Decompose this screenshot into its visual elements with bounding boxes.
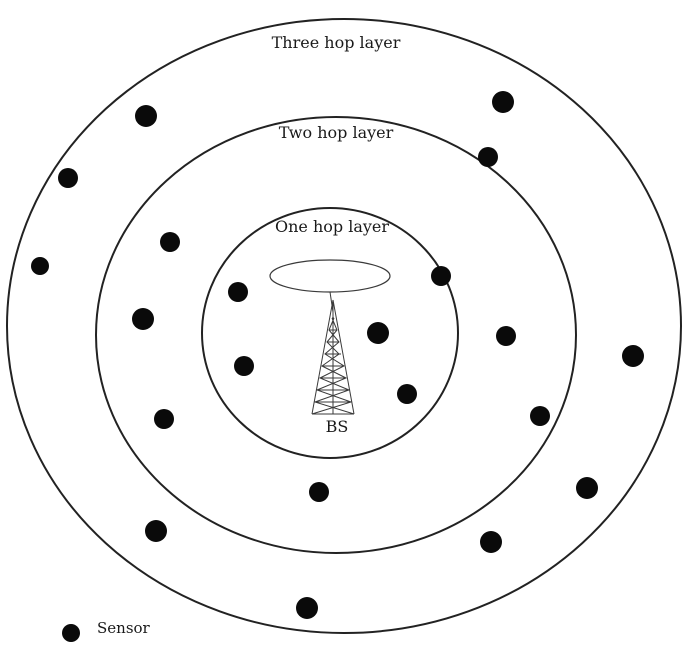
sensor-node (132, 308, 154, 330)
three-hop-ring (6, 18, 682, 634)
sensor-node (228, 282, 248, 302)
legend-sensor-label: Sensor (97, 619, 151, 637)
sensor-node (154, 409, 174, 429)
base-station-label: BS (326, 417, 349, 436)
sensor-node (397, 384, 417, 404)
one-hop-layer-label: One hop layer (275, 217, 389, 236)
sensor-node (135, 105, 157, 127)
two-hop-layer-label: Two hop layer (279, 123, 394, 142)
sensor-node (160, 232, 180, 252)
sensor-node (309, 482, 329, 502)
sensor-node (622, 345, 644, 367)
base-station-tower-icon (269, 259, 391, 415)
three-hop-layer-label: Three hop layer (272, 33, 401, 52)
legend: Sensor (62, 619, 151, 642)
sensor-node (296, 597, 318, 619)
sensor-node (367, 322, 389, 344)
one-hop-ring (201, 207, 459, 459)
sensor-node (530, 406, 550, 426)
sensor-node (492, 91, 514, 113)
sensor-node (58, 168, 78, 188)
sensor-node (480, 531, 502, 553)
legend-sensor-marker (62, 624, 80, 642)
sensor-node (234, 356, 254, 376)
sensor-node (496, 326, 516, 346)
sensor-node (145, 520, 167, 542)
sensor-node (431, 266, 451, 286)
two-hop-ring (95, 116, 577, 554)
sensor-node (576, 477, 598, 499)
sensor-node (478, 147, 498, 167)
sensor-node (31, 257, 49, 275)
sensor-nodes (31, 91, 644, 619)
